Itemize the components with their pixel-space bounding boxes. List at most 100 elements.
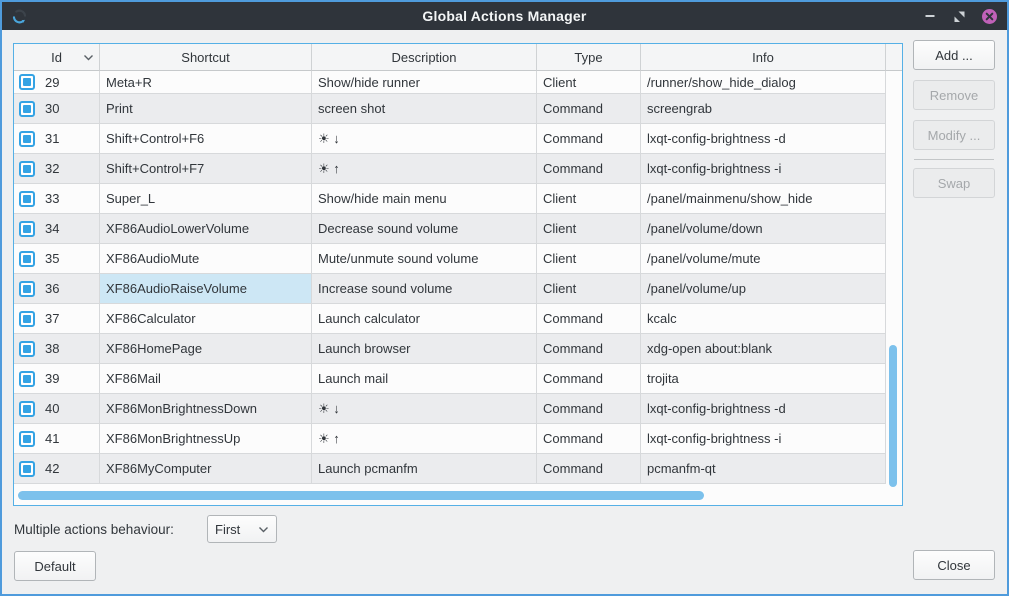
column-header-shortcut[interactable]: Shortcut <box>100 44 312 71</box>
cell-info[interactable]: /runner/show_hide_dialog <box>641 71 886 94</box>
cell-type[interactable]: Client <box>537 214 641 244</box>
row-checkbox[interactable] <box>19 280 35 297</box>
table-row[interactable]: 40 XF86MonBrightnessDown ☀ ↓ Command lxq… <box>14 394 886 424</box>
row-checkbox[interactable] <box>19 400 35 417</box>
cell-shortcut[interactable]: XF86HomePage <box>100 334 312 364</box>
table-row[interactable]: 33 Super_L Show/hide main menu Client /p… <box>14 184 886 214</box>
cell-id[interactable]: 32 <box>14 154 100 184</box>
cell-description[interactable]: screen shot <box>312 94 537 124</box>
table-row[interactable]: 41 XF86MonBrightnessUp ☀ ↑ Command lxqt-… <box>14 424 886 454</box>
cell-shortcut[interactable]: Meta+R <box>100 71 312 94</box>
cell-id[interactable]: 42 <box>14 454 100 484</box>
cell-shortcut[interactable]: XF86MonBrightnessUp <box>100 424 312 454</box>
cell-id[interactable]: 33 <box>14 184 100 214</box>
restore-button[interactable] <box>951 8 968 25</box>
row-checkbox[interactable] <box>19 190 35 207</box>
cell-info[interactable]: /panel/volume/down <box>641 214 886 244</box>
table-row[interactable]: 38 XF86HomePage Launch browser Command x… <box>14 334 886 364</box>
cell-type[interactable]: Command <box>537 304 641 334</box>
cell-type[interactable]: Client <box>537 244 641 274</box>
cell-id[interactable]: 31 <box>14 124 100 154</box>
cell-description[interactable]: ☀ ↓ <box>312 124 537 154</box>
cell-info[interactable]: xdg-open about:blank <box>641 334 886 364</box>
cell-info[interactable]: lxqt-config-brightness -i <box>641 424 886 454</box>
cell-info[interactable]: screengrab <box>641 94 886 124</box>
cell-info[interactable]: pcmanfm-qt <box>641 454 886 484</box>
cell-description[interactable]: ☀ ↓ <box>312 394 537 424</box>
cell-info[interactable]: kcalc <box>641 304 886 334</box>
table-row[interactable]: 36 XF86AudioRaiseVolume Increase sound v… <box>14 274 886 304</box>
table-row[interactable]: 39 XF86Mail Launch mail Command trojita <box>14 364 886 394</box>
cell-shortcut[interactable]: XF86MyComputer <box>100 454 312 484</box>
cell-description[interactable]: Show/hide runner <box>312 71 537 94</box>
cell-shortcut[interactable]: XF86AudioLowerVolume <box>100 214 312 244</box>
cell-info[interactable]: trojita <box>641 364 886 394</box>
cell-id[interactable]: 39 <box>14 364 100 394</box>
cell-description[interactable]: Increase sound volume <box>312 274 537 304</box>
behaviour-combobox[interactable]: First <box>207 515 277 543</box>
cell-shortcut[interactable]: Shift+Control+F6 <box>100 124 312 154</box>
minimize-button[interactable] <box>921 8 938 25</box>
cell-description[interactable]: Decrease sound volume <box>312 214 537 244</box>
table-row[interactable]: 32 Shift+Control+F7 ☀ ↑ Command lxqt-con… <box>14 154 886 184</box>
cell-type[interactable]: Command <box>537 454 641 484</box>
cell-type[interactable]: Client <box>537 71 641 94</box>
cell-id[interactable]: 40 <box>14 394 100 424</box>
close-dialog-button[interactable]: Close <box>913 550 995 580</box>
cell-id[interactable]: 29 <box>14 71 100 94</box>
cell-type[interactable]: Command <box>537 334 641 364</box>
horizontal-scrollbar-thumb[interactable] <box>18 491 704 500</box>
cell-shortcut[interactable]: Super_L <box>100 184 312 214</box>
row-checkbox[interactable] <box>19 370 35 387</box>
row-checkbox[interactable] <box>19 460 35 477</box>
cell-description[interactable]: ☀ ↑ <box>312 424 537 454</box>
row-checkbox[interactable] <box>19 250 35 267</box>
cell-type[interactable]: Command <box>537 154 641 184</box>
row-checkbox[interactable] <box>19 340 35 357</box>
row-checkbox[interactable] <box>19 310 35 327</box>
cell-info[interactable]: lxqt-config-brightness -d <box>641 394 886 424</box>
table-row[interactable]: 42 XF86MyComputer Launch pcmanfm Command… <box>14 454 886 484</box>
cell-shortcut[interactable]: Print <box>100 94 312 124</box>
default-button[interactable]: Default <box>14 551 96 581</box>
cell-type[interactable]: Command <box>537 364 641 394</box>
close-button[interactable] <box>981 8 998 25</box>
row-checkbox[interactable] <box>19 430 35 447</box>
column-header-type[interactable]: Type <box>537 44 641 71</box>
cell-type[interactable]: Client <box>537 184 641 214</box>
cell-description[interactable]: Mute/unmute sound volume <box>312 244 537 274</box>
cell-id[interactable]: 30 <box>14 94 100 124</box>
cell-id[interactable]: 41 <box>14 424 100 454</box>
cell-type[interactable]: Command <box>537 94 641 124</box>
row-checkbox[interactable] <box>19 160 35 177</box>
cell-type[interactable]: Command <box>537 394 641 424</box>
table-row[interactable]: 37 XF86Calculator Launch calculator Comm… <box>14 304 886 334</box>
row-checkbox[interactable] <box>19 220 35 237</box>
column-header-description[interactable]: Description <box>312 44 537 71</box>
row-checkbox[interactable] <box>19 130 35 147</box>
cell-info[interactable]: lxqt-config-brightness -d <box>641 124 886 154</box>
vertical-scrollbar-thumb[interactable] <box>889 345 897 487</box>
table-row[interactable]: 30 Print screen shot Command screengrab <box>14 94 886 124</box>
column-header-info[interactable]: Info <box>641 44 886 71</box>
cell-id[interactable]: 34 <box>14 214 100 244</box>
cell-id[interactable]: 38 <box>14 334 100 364</box>
cell-description[interactable]: Launch calculator <box>312 304 537 334</box>
row-checkbox[interactable] <box>19 100 35 117</box>
cell-description[interactable]: Launch pcmanfm <box>312 454 537 484</box>
cell-type[interactable]: Command <box>537 124 641 154</box>
cell-info[interactable]: /panel/volume/mute <box>641 244 886 274</box>
cell-shortcut[interactable]: XF86AudioMute <box>100 244 312 274</box>
cell-description[interactable]: Launch mail <box>312 364 537 394</box>
cell-id[interactable]: 36 <box>14 274 100 304</box>
column-header-id[interactable]: Id <box>14 44 100 71</box>
cell-id[interactable]: 35 <box>14 244 100 274</box>
cell-description[interactable]: ☀ ↑ <box>312 154 537 184</box>
table-row[interactable]: 29 Meta+R Show/hide runner Client /runne… <box>14 71 886 94</box>
row-checkbox[interactable] <box>19 74 35 90</box>
cell-description[interactable]: Launch browser <box>312 334 537 364</box>
table-row[interactable]: 31 Shift+Control+F6 ☀ ↓ Command lxqt-con… <box>14 124 886 154</box>
cell-info[interactable]: lxqt-config-brightness -i <box>641 154 886 184</box>
table-row[interactable]: 35 XF86AudioMute Mute/unmute sound volum… <box>14 244 886 274</box>
cell-shortcut[interactable]: Shift+Control+F7 <box>100 154 312 184</box>
